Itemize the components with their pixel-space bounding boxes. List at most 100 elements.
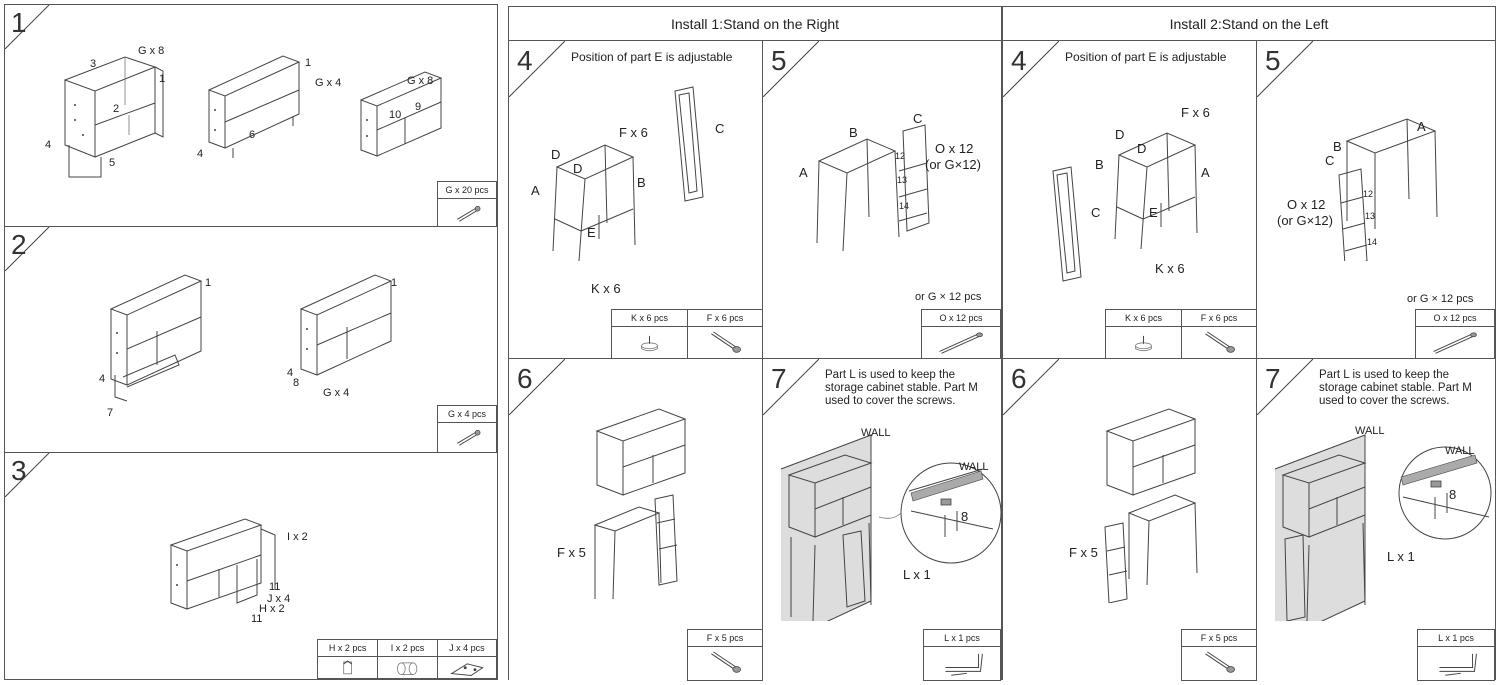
frame-assembly-diagram bbox=[1338, 118, 1438, 261]
part-label: D bbox=[1137, 141, 1147, 156]
cabinet-assembly-diagram bbox=[63, 56, 164, 178]
step-6-panel: 6 F x 5 F x 5 pcs bbox=[1003, 359, 1257, 681]
part-label: 4 bbox=[287, 367, 294, 379]
part-label: 8 bbox=[961, 509, 969, 524]
corner-divider bbox=[5, 453, 50, 497]
part-label: B bbox=[637, 175, 646, 190]
fastener-label: I x 2 bbox=[287, 531, 308, 543]
bracket-icon bbox=[1439, 653, 1477, 676]
step-7-panel: 7 Part L is used to keep the storage cab… bbox=[1257, 359, 1495, 681]
parts-quantity: F x 6 pcs bbox=[1182, 310, 1256, 327]
bracket-icon bbox=[945, 653, 983, 676]
cabinet-assembly-diagram bbox=[169, 518, 276, 610]
parts-box: F x 5 pcs bbox=[687, 629, 763, 681]
part-label: D bbox=[551, 147, 561, 162]
wall-label: WALL bbox=[1355, 425, 1385, 437]
parts-quantity: K x 6 pcs bbox=[1106, 310, 1181, 327]
part-label: B bbox=[1095, 157, 1104, 172]
part-label: A bbox=[531, 183, 540, 198]
fastener-label: G x 4 bbox=[315, 77, 342, 89]
frame-assembly-diagram bbox=[552, 144, 636, 262]
step-number: 3 bbox=[11, 455, 27, 486]
install-title: Install 2:Stand on the Left bbox=[1003, 7, 1495, 41]
install-right-panel: Install 1:Stand on the Right 4 Position … bbox=[508, 6, 1002, 681]
step-number: 4 bbox=[1011, 45, 1027, 76]
part-label: 11 bbox=[269, 581, 281, 593]
cabinet-assembly-diagram bbox=[109, 274, 203, 402]
parts-quantity: G x 20 pcs bbox=[438, 182, 496, 199]
fastener-label: K x 6 bbox=[1155, 261, 1185, 276]
step-number: 6 bbox=[517, 363, 533, 394]
fastener-label: H x 2 bbox=[259, 603, 285, 615]
cabinet-assembly-diagram bbox=[207, 55, 301, 158]
step-number: 5 bbox=[771, 45, 787, 76]
install-title: Install 1:Stand on the Right bbox=[509, 7, 1001, 41]
screw-icon bbox=[711, 651, 741, 673]
cabinet-on-frame-diagram bbox=[1104, 408, 1198, 603]
parts-quantity: L x 1 pcs bbox=[1418, 630, 1494, 647]
step-note: Part L is used to keep the storage cabin… bbox=[825, 369, 978, 407]
step-number: 2 bbox=[11, 229, 27, 260]
parts-quantity: K x 6 pcs bbox=[612, 310, 687, 327]
step-5-panel: 5 B A C O x 12 (or G×12) 12 13 14 or G ×… bbox=[1257, 41, 1495, 359]
cam-lock-icon bbox=[343, 660, 353, 675]
part-label: 8 bbox=[1449, 487, 1457, 502]
parts-quantity: F x 6 pcs bbox=[688, 310, 762, 327]
side-frame-diagram bbox=[674, 86, 704, 202]
part-label: 1 bbox=[391, 277, 398, 289]
part-label: 12 bbox=[895, 151, 906, 161]
fastener-label: F x 5 bbox=[1069, 545, 1098, 560]
step-number: 4 bbox=[517, 45, 533, 76]
corner-divider bbox=[1257, 359, 1313, 415]
step-number: 7 bbox=[1265, 363, 1281, 394]
part-label: 4 bbox=[99, 373, 106, 385]
screw-icon bbox=[1205, 651, 1235, 673]
corner-divider bbox=[1003, 359, 1059, 415]
corner-divider bbox=[1257, 41, 1313, 97]
fastener-label: G x 4 bbox=[323, 387, 350, 399]
corner-divider bbox=[763, 41, 819, 97]
part-label: 4 bbox=[197, 148, 204, 160]
fastener-label: G x 8 bbox=[138, 45, 165, 57]
part-label: C bbox=[913, 111, 923, 126]
part-label: D bbox=[1115, 127, 1125, 142]
parts-box: F x 5 pcs bbox=[1181, 629, 1257, 681]
part-label: B bbox=[849, 125, 858, 140]
parts-quantity: O x 12 pcs bbox=[1416, 310, 1494, 327]
screw-dowel-icon bbox=[457, 429, 481, 446]
cabinet-assembly-diagram bbox=[359, 71, 443, 157]
step-4-panel: 4 Position of part E is adjustable F x 6… bbox=[1003, 41, 1257, 359]
fastener-label: K x 6 bbox=[591, 281, 621, 296]
corner-divider bbox=[763, 359, 819, 415]
parts-box: G x 20 pcs bbox=[437, 181, 497, 227]
screw-icon bbox=[1205, 331, 1235, 353]
part-label: A bbox=[1417, 119, 1426, 134]
part-label: 8 bbox=[293, 377, 300, 389]
parts-box: K x 6 pcs F x 6 pcs bbox=[1105, 309, 1257, 359]
part-label: A bbox=[799, 165, 808, 180]
wall-mounted-cabinet-diagram bbox=[780, 434, 1002, 621]
parts-box: L x 1 pcs bbox=[1417, 629, 1495, 681]
step-2-panel: 2 1 4 7 1 4 8 G x 4 G x 4 pcs bbox=[5, 227, 497, 453]
corner-divider bbox=[5, 5, 50, 49]
step-note: Position of part E is adjustable bbox=[1065, 50, 1227, 64]
fastener-label: F x 6 bbox=[619, 125, 648, 140]
step-number: 7 bbox=[771, 363, 787, 394]
parts-quantity: H x 2 pcs bbox=[318, 640, 378, 657]
part-label: 6 bbox=[249, 129, 256, 141]
foot-pad-icon bbox=[641, 335, 658, 352]
corner-divider bbox=[1003, 41, 1059, 97]
parts-quantity: F x 5 pcs bbox=[688, 630, 762, 647]
part-label: 13 bbox=[1365, 211, 1376, 221]
parts-quantity: O x 12 pcs bbox=[922, 310, 1000, 327]
part-label: E bbox=[587, 225, 596, 240]
part-label: C bbox=[1091, 205, 1101, 220]
parts-box: K x 6 pcs F x 6 pcs bbox=[611, 309, 763, 359]
install-left-panel: Install 2:Stand on the Left 4 Position o… bbox=[1002, 6, 1496, 681]
long-screw-icon bbox=[939, 332, 983, 354]
frame-assembly-diagram bbox=[816, 124, 930, 251]
step-number: 1 bbox=[11, 7, 27, 38]
part-label: E bbox=[1149, 205, 1158, 220]
step-5-panel: 5 B C A O x 12 (or G×12) 12 13 14 or G ×… bbox=[763, 41, 1001, 359]
left-instruction-panel: 1 3 G x 8 1 2 4 5 1 G x 4 4 6 bbox=[4, 4, 498, 680]
